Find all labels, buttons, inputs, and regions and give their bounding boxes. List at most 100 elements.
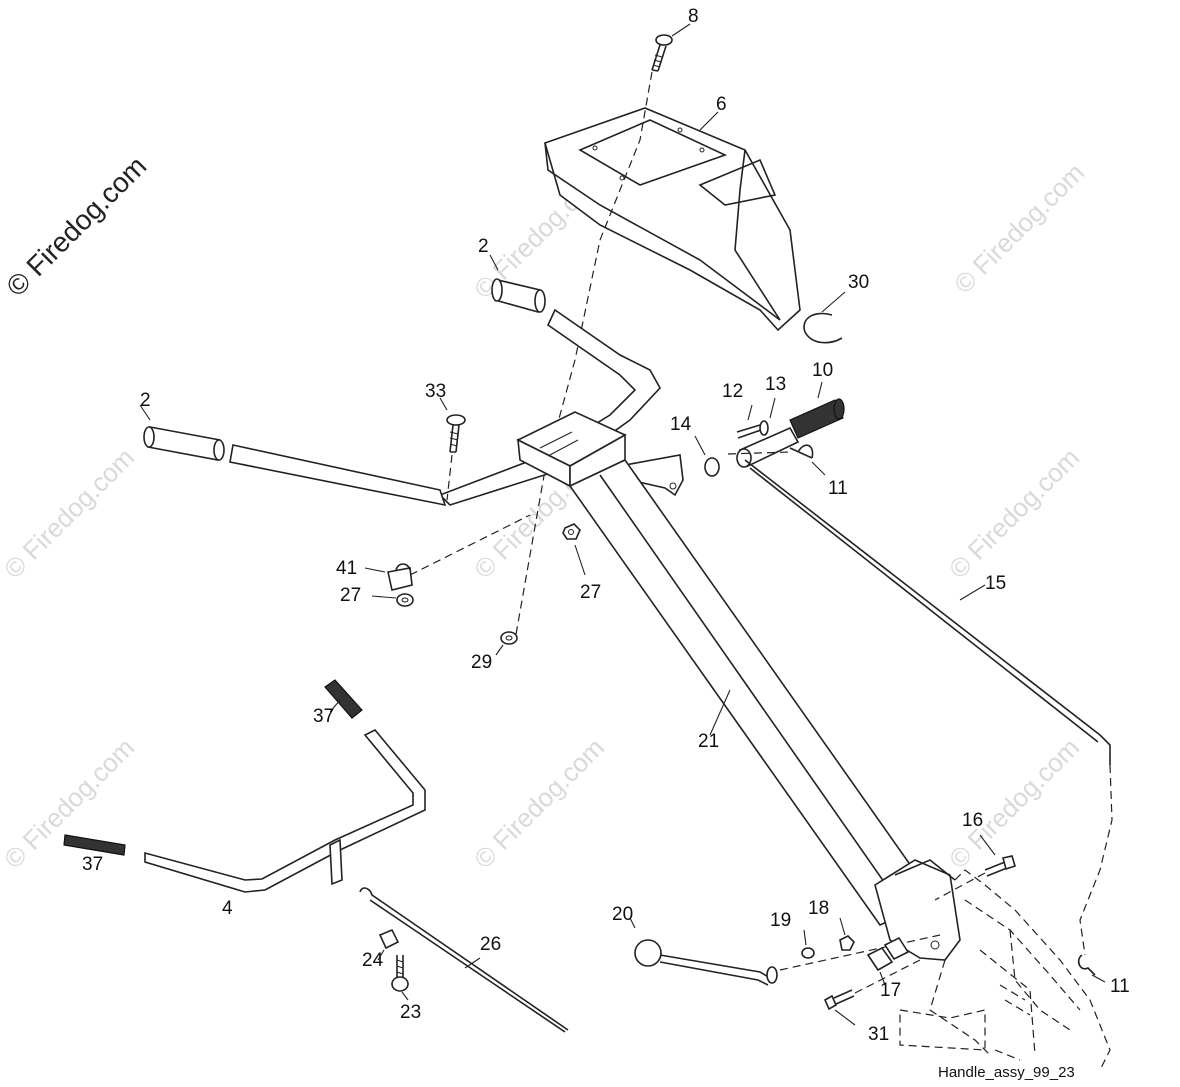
callout-33: 33: [425, 381, 446, 402]
assembly-line-lever: [779, 934, 941, 971]
assembly-line-16: [934, 872, 986, 901]
assembly-line-41: [409, 514, 531, 576]
spacer-14: [704, 457, 720, 477]
callout-11-upper: 11: [828, 478, 848, 499]
cable-26: [359, 887, 569, 1031]
watermark-faint: © Firedog.com: [948, 157, 1090, 299]
callout-18: 18: [808, 898, 829, 919]
callout-41: 41: [336, 558, 357, 579]
callout-6: 6: [716, 94, 727, 115]
callout-30: 30: [848, 272, 869, 293]
callout-2-upper: 2: [478, 236, 489, 257]
clip-24: [378, 928, 400, 950]
assembly-line-pivot: [727, 451, 791, 455]
nut-27-center: [562, 523, 581, 540]
leader-29: [495, 644, 504, 656]
cable-clip-41: [387, 563, 413, 591]
leader-24: [377, 949, 385, 961]
grip-37-left: [63, 834, 126, 856]
leader-20: [629, 917, 636, 929]
console-cover-6: [544, 107, 801, 332]
leader-11b: [1091, 974, 1106, 983]
knob-grip-10: [789, 398, 845, 439]
callout-26: 26: [480, 934, 501, 955]
watermark-faint: © Firedog.com: [468, 732, 610, 874]
callout-10: 10: [812, 360, 833, 381]
leader-2a: [489, 254, 499, 271]
grip-2-left: [143, 426, 225, 461]
leader-30: [821, 291, 846, 313]
callout-2-left: 2: [140, 390, 151, 411]
leader-27a: [371, 595, 397, 599]
callout-23: 23: [400, 1002, 421, 1023]
main-tube-21: [568, 458, 937, 927]
callout-37-left: 37: [82, 854, 103, 875]
washer-19: [801, 947, 815, 959]
nut-27-left: [396, 593, 414, 607]
leader-11a: [811, 461, 826, 476]
handlebar-upper: [438, 308, 661, 506]
bolt-12: [736, 420, 769, 439]
callout-19: 19: [770, 910, 791, 931]
tiller-frame-ghost: [899, 869, 1111, 1071]
pad-17a: [866, 946, 894, 972]
pad-17b: [883, 936, 910, 961]
leader-8: [671, 23, 691, 37]
clip-30: [803, 312, 843, 344]
leader-41: [364, 567, 386, 573]
handle-clamp: [516, 411, 627, 488]
leader-16: [979, 834, 996, 856]
callout-11-lower: 11: [1110, 976, 1130, 997]
callout-37-upper: 37: [313, 706, 334, 727]
nut-29: [500, 631, 518, 645]
leader-27b: [574, 544, 586, 576]
callout-16: 16: [962, 810, 983, 831]
callout-24: 24: [362, 950, 384, 971]
hairpin-11-lower: [1077, 954, 1096, 976]
assembly-line-center: [514, 71, 653, 641]
callout-20: 20: [612, 904, 633, 925]
callout-8: 8: [688, 6, 699, 27]
leader-37a: [329, 699, 341, 713]
shift-rod-15-edge: [749, 467, 1099, 743]
callout-13: 13: [765, 374, 786, 395]
shift-lever-20: [634, 939, 778, 986]
leader-15: [959, 584, 986, 601]
callout-27-left: 27: [340, 585, 361, 606]
assembly-line-rod: [1079, 764, 1113, 956]
leader-12: [747, 404, 753, 421]
screw-8: [651, 34, 673, 72]
callout-27-center: 27: [580, 582, 601, 603]
watermark-faint: © Firedog.com: [0, 442, 140, 584]
grip-2-upper: [491, 278, 546, 314]
leader-6: [699, 111, 719, 131]
nut-18: [839, 935, 855, 951]
leader-21: [709, 689, 731, 736]
bail-4: [144, 729, 426, 893]
leader-33: [439, 397, 448, 411]
leader-18: [839, 917, 846, 936]
leader-14: [694, 435, 706, 456]
callout-15: 15: [985, 573, 1006, 594]
leader-2b: [139, 404, 151, 421]
callout-17: 17: [880, 980, 901, 1001]
watermark-faint: © Firedog.com: [943, 732, 1085, 874]
watermark-layer: © Firedog.com © Firedog.com © Firedog.co…: [0, 150, 1090, 874]
callout-31: 31: [868, 1024, 889, 1045]
handlebar-left: [229, 444, 447, 507]
screw-23: [391, 955, 409, 992]
bolt-31: [823, 989, 855, 1011]
callout-4: 4: [222, 898, 233, 919]
bolt-33: [446, 414, 466, 453]
callout-layer: 8 6 2 30 33 2 10 12 13 14 11 41 27 27 29…: [82, 6, 1130, 1045]
bail-bracket: [329, 838, 343, 886]
leader-13: [769, 397, 776, 419]
diagram-caption: Handle_assy_99_23: [938, 1064, 1075, 1081]
bolt-16: [984, 855, 1016, 877]
leader-19: [803, 929, 807, 946]
assembly-line-33: [446, 454, 453, 501]
leader-23: [401, 991, 409, 1001]
watermark-faint: © Firedog.com: [943, 442, 1085, 584]
grip-37-upper: [324, 679, 363, 719]
